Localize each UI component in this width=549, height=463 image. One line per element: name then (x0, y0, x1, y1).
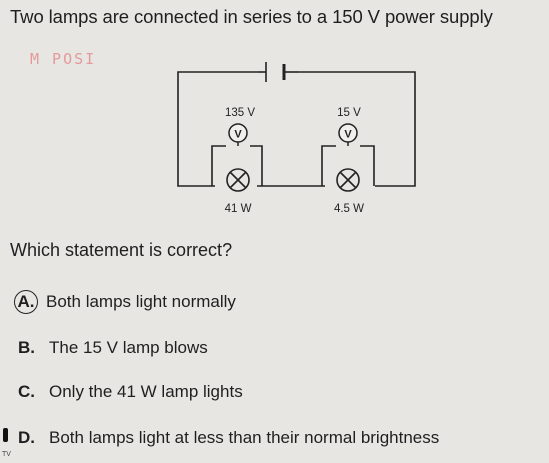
ink-stamp: M POSI (30, 50, 97, 68)
right-power-label: 4.5 W (334, 203, 364, 215)
option-c-text: Only the 41 W lamp lights (49, 382, 243, 401)
option-d-text: Both lamps light at less than their norm… (49, 428, 440, 447)
option-a-text: Both lamps light normally (46, 292, 236, 311)
right-voltmeter: V (338, 123, 358, 146)
voltmeter-symbol: V (234, 129, 242, 141)
right-lamp-icon (336, 168, 360, 192)
voltmeter-symbol: V (344, 129, 352, 141)
option-a[interactable]: A. Both lamps light normally (14, 290, 236, 314)
left-voltage-label: 135 V (225, 107, 255, 119)
option-b-letter: B. (18, 338, 35, 357)
prompt-text: Which statement is correct? (10, 240, 233, 260)
option-c[interactable]: C. Only the 41 W lamp lights (18, 382, 243, 402)
left-meter-loop (211, 145, 226, 186)
left-power-label: 41 W (225, 203, 252, 215)
left-voltmeter: V (228, 123, 248, 146)
wire-top-right (298, 71, 416, 187)
option-d[interactable]: D. Both lamps light at less than their n… (18, 428, 439, 448)
option-b-text: The 15 V lamp blows (49, 338, 208, 357)
circuit-diagram: V V 135 V 15 V 41 W 4.5 W (177, 62, 416, 215)
option-d-letter: D. (18, 428, 35, 447)
left-lamp-icon (226, 168, 250, 192)
wire-top-left (177, 71, 258, 187)
right-meter-loop (321, 145, 336, 186)
option-c-letter: C. (18, 382, 35, 401)
question-text: Two lamps are connected in series to a 1… (10, 6, 493, 27)
option-a-letter: A. (14, 290, 38, 314)
tick-mark (3, 428, 8, 442)
corner-mark: TV (2, 451, 11, 458)
right-voltage-label: 15 V (337, 107, 361, 119)
option-b[interactable]: B. The 15 V lamp blows (18, 338, 208, 358)
